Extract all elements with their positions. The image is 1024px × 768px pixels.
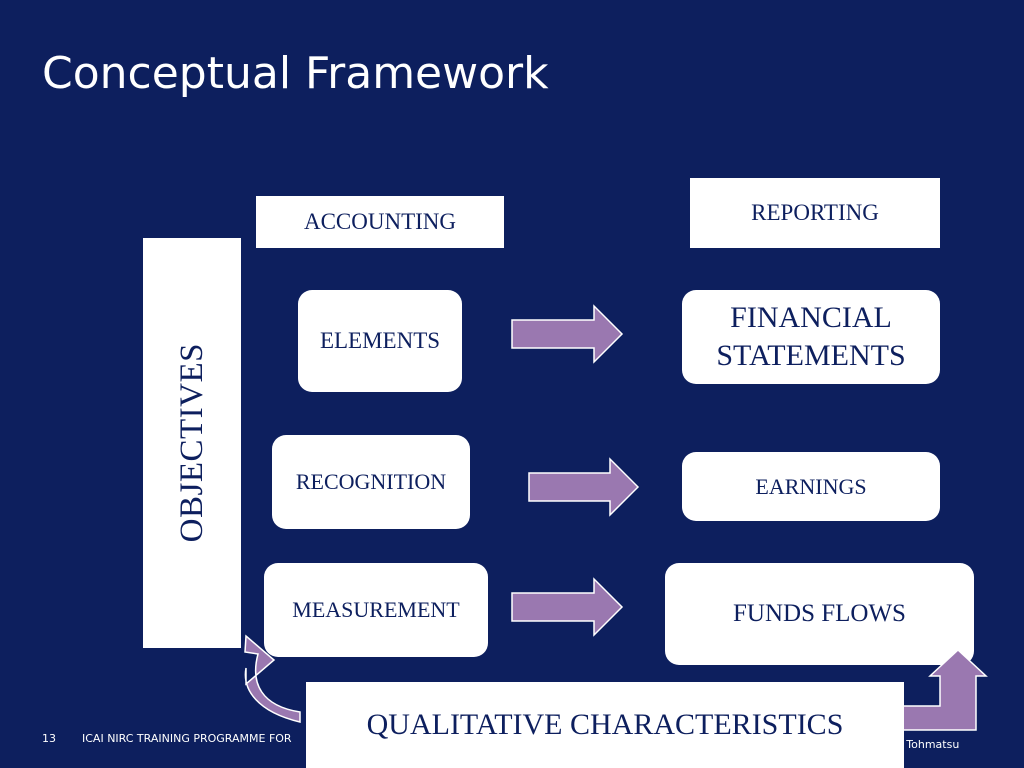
qualitative-characteristics-box: QUALITATIVE CHARACTERISTICS: [306, 682, 904, 768]
earnings-box: EARNINGS: [682, 452, 940, 521]
arrow-elements-to-financial-statements: [511, 304, 624, 364]
slide-title: Conceptual Framework: [42, 48, 549, 99]
arrow-measurement-to-funds-flows: [511, 577, 624, 637]
objectives-box: OBJECTIVES: [143, 238, 241, 648]
financial-statements-box: FINANCIAL STATEMENTS: [682, 290, 940, 384]
accounting-label: ACCOUNTING: [256, 196, 504, 248]
elements-label: ELEMENTS: [319, 328, 441, 353]
arrow-qualitative-to-funds-flows: [897, 648, 988, 731]
recognition-box: RECOGNITION: [272, 435, 470, 529]
curved-arrow-to-objectives: [244, 634, 301, 723]
qualitative-characteristics-label: QUALITATIVE CHARACTERISTICS: [366, 708, 844, 741]
elements-box: ELEMENTS: [298, 290, 462, 392]
measurement-label: MEASUREMENT: [292, 597, 460, 622]
funds-flows-box: FUNDS FLOWS: [665, 563, 974, 665]
footer-left-text: ICAI NIRC TRAINING PROGRAMME FOR: [82, 732, 292, 745]
reporting-label: REPORTING: [690, 178, 940, 248]
measurement-box: MEASUREMENT: [264, 563, 488, 657]
recognition-label: RECOGNITION: [295, 469, 447, 494]
arrow-recognition-to-earnings: [528, 457, 640, 517]
earnings-label: EARNINGS: [755, 473, 867, 499]
page-number: 13: [42, 732, 56, 745]
footer-right-text: e Tohmatsu: [896, 738, 960, 751]
financial-statements-label: FINANCIAL STATEMENTS: [716, 301, 906, 372]
reporting-label-text: REPORTING: [751, 200, 879, 225]
funds-flows-label: FUNDS FLOWS: [733, 600, 906, 627]
accounting-label-text: ACCOUNTING: [303, 209, 457, 234]
